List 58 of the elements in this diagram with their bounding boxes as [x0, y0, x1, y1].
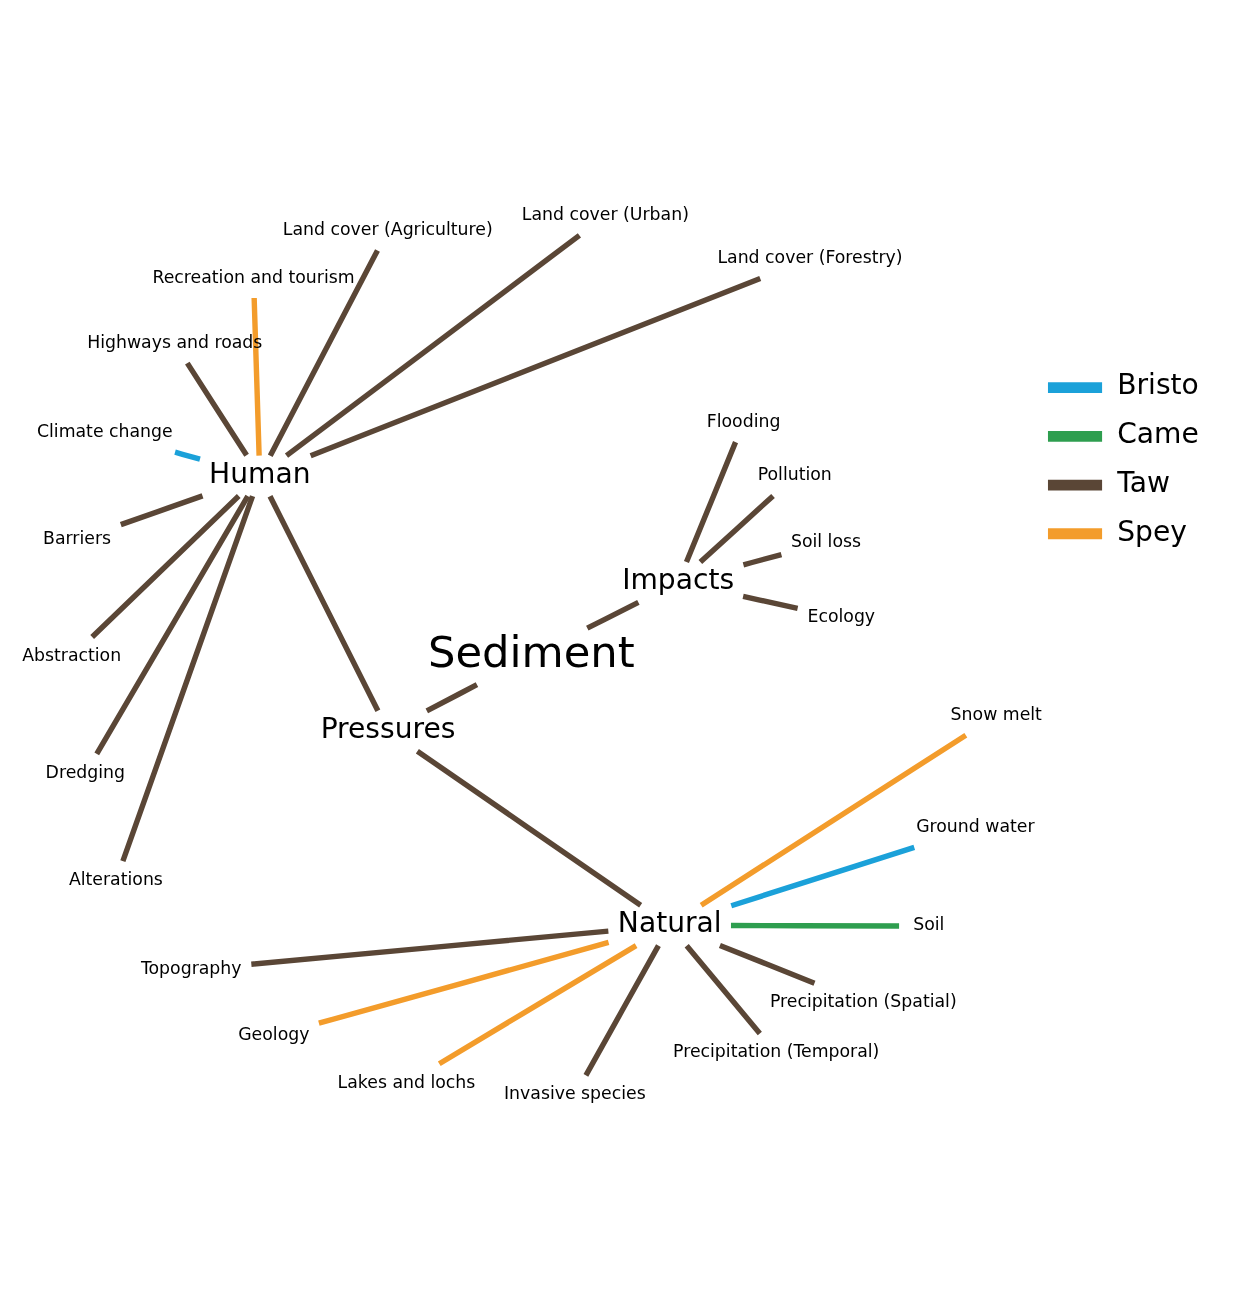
node-text: Geology [238, 1023, 310, 1044]
node-text: Land cover (Urban) [521, 203, 689, 224]
legend-label: Bristo [1117, 367, 1199, 401]
connector [718, 942, 816, 986]
connector [174, 449, 201, 462]
connector [318, 939, 610, 1026]
node-text: Impacts [622, 562, 735, 596]
connector [698, 493, 775, 564]
node-text: Precipitation (Temporal) [673, 1040, 880, 1061]
node-text: Precipitation (Spatial) [769, 990, 957, 1011]
connector [94, 494, 251, 755]
connector [251, 297, 262, 456]
connector [425, 681, 479, 713]
connector [730, 922, 900, 929]
connector [583, 943, 661, 1077]
connector [267, 248, 380, 457]
node-text: Dredging [45, 761, 126, 781]
node-text: Invasive species [503, 1082, 646, 1103]
node-text: Topography [140, 957, 242, 978]
node-text: Lakes and lochs [337, 1071, 476, 1091]
connector [742, 593, 799, 611]
node-text: Sediment [427, 626, 635, 677]
connector [267, 494, 381, 712]
node-text: Land cover (Forestry) [717, 246, 903, 267]
node-text: Natural [617, 905, 722, 939]
node-text: Snow melt [950, 703, 1042, 724]
connector [742, 551, 783, 567]
node-text: Pressures [320, 711, 456, 745]
node-text: Pollution [757, 463, 832, 484]
connector [730, 844, 916, 908]
node-text: Human [209, 456, 311, 490]
connector [185, 361, 249, 457]
connector [119, 492, 204, 527]
legend-label: Spey [1117, 514, 1187, 548]
connector [684, 943, 762, 1035]
node-text: Soil loss [790, 530, 861, 551]
node-text: Land cover (Agriculture) [282, 218, 493, 239]
connector [586, 599, 640, 631]
node-text: Ground water [916, 815, 1035, 836]
node-text: Climate change [36, 420, 173, 441]
node-text: Abstraction [22, 644, 122, 665]
node-text: Alterations [68, 868, 163, 889]
node-text: Ecology [807, 605, 876, 626]
connector [309, 275, 762, 458]
legend-label: Came [1117, 416, 1199, 450]
legend-label: Taw [1117, 465, 1171, 499]
connector [437, 942, 638, 1066]
node-text: Recreation and tourism [152, 266, 355, 286]
connector [284, 232, 582, 458]
node-text: Flooding [706, 410, 781, 431]
connector [120, 494, 256, 862]
connector [683, 440, 739, 563]
connector [699, 732, 968, 907]
node-text: Barriers [43, 527, 112, 548]
connector [90, 493, 241, 639]
connector [415, 748, 643, 908]
node-text: Soil [913, 913, 945, 934]
connector [251, 927, 609, 967]
